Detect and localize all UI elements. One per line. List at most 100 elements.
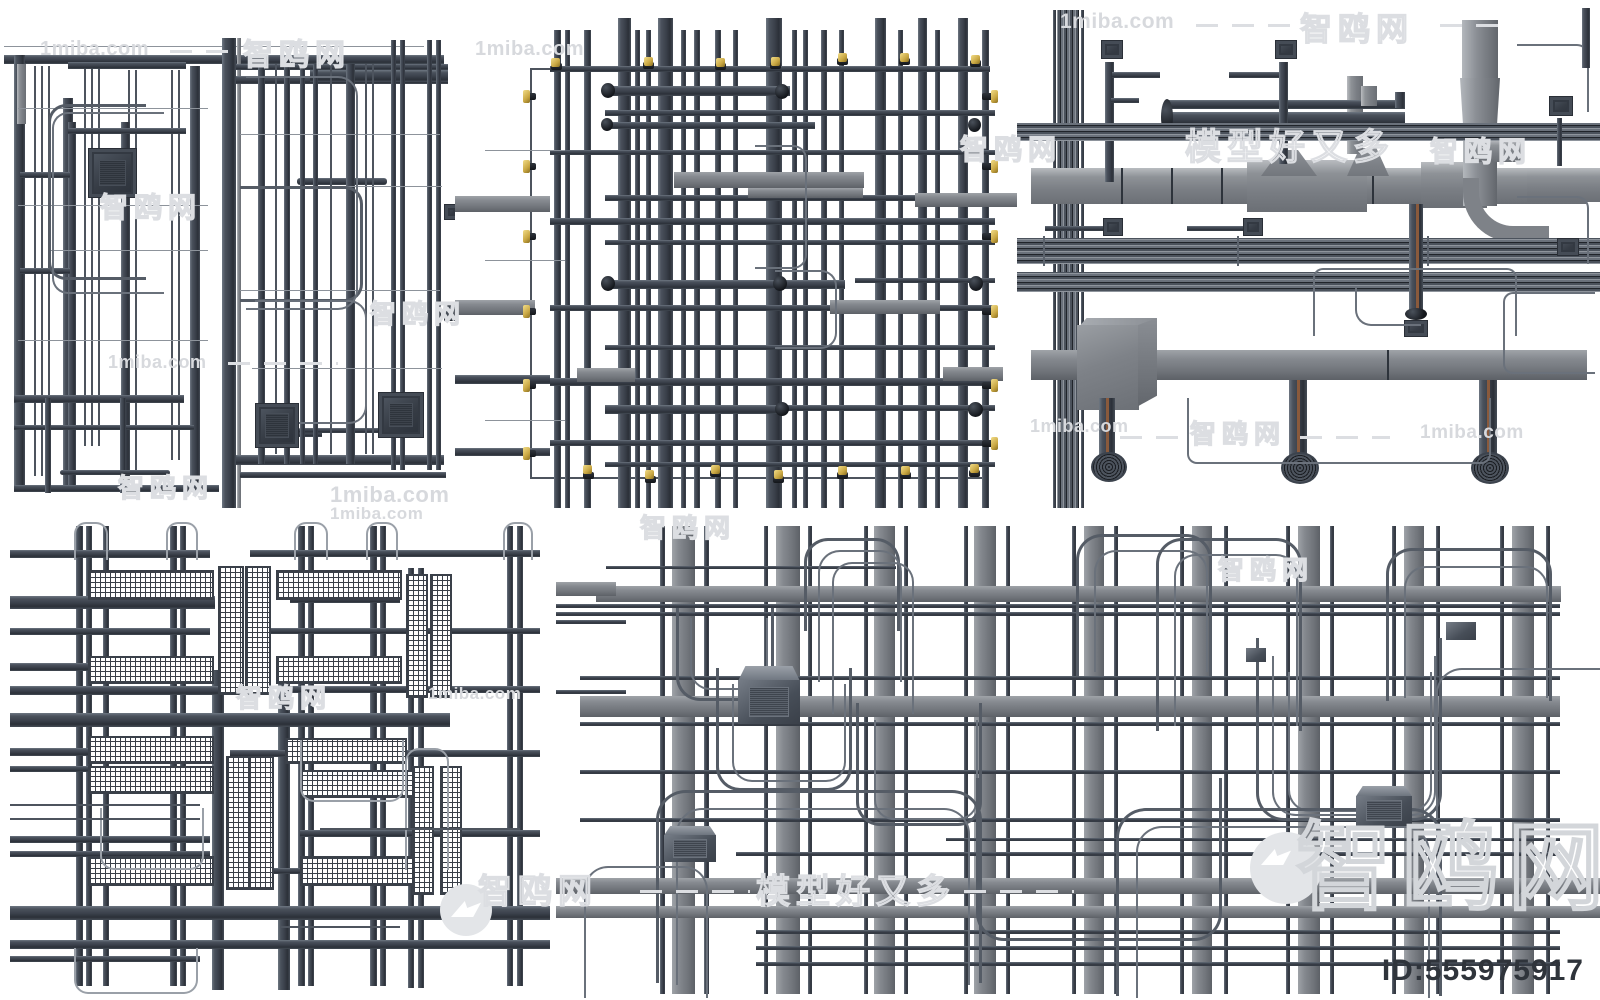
duct-riser	[918, 18, 927, 508]
mesh-tray-vertical	[226, 756, 252, 890]
duct-riser-edge	[237, 38, 241, 508]
sprinkler-body	[525, 93, 536, 100]
conduit-run	[580, 770, 1560, 774]
pipe-main	[550, 150, 995, 155]
watermark-dash	[1196, 24, 1292, 27]
conduit-riser	[964, 526, 968, 994]
conduit-bend	[503, 522, 533, 560]
watermark-dash	[964, 890, 1074, 893]
sprinkler-body	[982, 163, 993, 170]
mesh-tray-vertical	[412, 766, 434, 895]
pipe-riser	[427, 40, 432, 470]
conduit-bend	[775, 270, 837, 349]
conduit-bend	[405, 748, 449, 870]
pipe-branch	[68, 62, 186, 69]
pipe-riser	[646, 30, 651, 508]
conduit-bend	[246, 76, 358, 310]
mesh-tray	[300, 770, 414, 798]
sprinkler-head	[523, 90, 530, 103]
conduit-bend	[1503, 292, 1595, 374]
thin-conduit	[320, 828, 520, 830]
sprinkler-head	[991, 379, 998, 392]
conduit-run	[580, 612, 1560, 616]
junction-box	[1549, 96, 1573, 116]
thin-conduit	[280, 926, 400, 928]
conduit-riser	[808, 526, 812, 994]
sprinkler-head	[900, 53, 909, 62]
pipe-end-cap	[775, 84, 789, 99]
mesh-tray-vertical	[248, 756, 274, 890]
duct-riser	[1512, 526, 1534, 994]
sprinkler-body	[583, 472, 594, 479]
pipe-main	[236, 455, 444, 465]
pipe-hairline	[18, 108, 208, 109]
copper-pipe	[1487, 380, 1490, 458]
sprinkler-body	[773, 476, 784, 483]
conduit	[91, 66, 93, 446]
pipe-perimeter	[530, 68, 532, 479]
pipe-branch	[20, 268, 70, 274]
pipe-riser	[792, 30, 797, 508]
air-handling-unit	[1077, 318, 1157, 410]
mesh-tray-vertical	[245, 566, 271, 695]
copper-pipe	[1416, 204, 1419, 314]
sprinkler-body	[525, 233, 536, 240]
sprinkler-head	[644, 57, 653, 66]
ceiling-cassette	[664, 826, 716, 862]
watermark-dash	[170, 50, 242, 53]
conduit-riser	[1330, 526, 1334, 994]
watermark-dash	[1120, 436, 1188, 439]
duct-riser	[875, 18, 886, 508]
conduit-riser	[1114, 526, 1118, 994]
cable-trunk	[10, 940, 550, 949]
pipe-branch	[1111, 98, 1139, 103]
conduit-bend	[676, 808, 970, 985]
sprinkler-body	[982, 233, 993, 240]
pipe-main	[605, 280, 845, 289]
conduit-bend	[1094, 550, 1208, 672]
panel-top-left	[0, 0, 455, 508]
conduit-bend	[1517, 196, 1589, 264]
cable-trunk	[250, 628, 540, 634]
conduit-bend	[716, 668, 852, 791]
cable-trunk	[10, 686, 225, 695]
pipe-branch	[14, 425, 194, 430]
model-id-stamp: ID:555975917	[1381, 954, 1584, 987]
thin-conduit	[10, 818, 200, 820]
pipe-stub	[17, 64, 26, 124]
pipe-branch	[68, 128, 186, 134]
cassette-face	[1246, 648, 1266, 662]
pipe-riser	[935, 30, 940, 508]
pipe-drop	[45, 398, 51, 493]
conduit-riser	[764, 526, 768, 994]
pipe-main	[550, 305, 995, 311]
sprinkler-body	[982, 440, 993, 447]
ceiling-cassette	[255, 403, 299, 448]
pipe-hairline	[485, 150, 565, 151]
conduit-bend	[818, 550, 902, 682]
conduit-bend	[874, 720, 978, 820]
duct-flange	[1372, 168, 1374, 204]
conduit-run	[756, 930, 1560, 934]
exhaust-stack	[1462, 20, 1498, 78]
duct-stub	[455, 300, 535, 315]
sprinkler-body	[525, 382, 536, 389]
conduit-run	[580, 676, 1560, 680]
conduit-bend	[1517, 44, 1589, 112]
sprinkler-head	[771, 57, 780, 66]
duct-stub	[556, 582, 616, 596]
conduit-riser	[1546, 526, 1550, 994]
mesh-tray	[300, 856, 414, 886]
pipe-riser	[584, 30, 591, 508]
pipe-end-cap	[968, 402, 983, 417]
cassette-grille	[265, 413, 289, 438]
junction-box	[444, 305, 455, 321]
pipe-main	[605, 110, 995, 116]
duct-main	[580, 696, 1560, 717]
conduit-riser	[864, 526, 868, 994]
pipe-riser	[803, 30, 808, 508]
conduit-riser	[1072, 526, 1076, 994]
duct-stub	[830, 300, 940, 314]
duct-flange	[1121, 168, 1123, 204]
conduit-bend	[74, 948, 198, 994]
